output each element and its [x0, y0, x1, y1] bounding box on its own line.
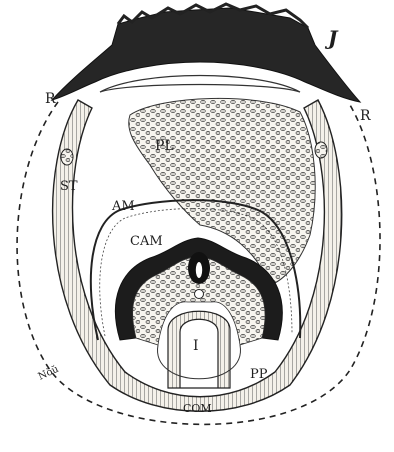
label-nou: Nŏŭ: [37, 364, 61, 383]
label-r-right: R: [360, 108, 371, 124]
label-r-left: R: [45, 91, 56, 107]
label-pp: PP: [250, 367, 268, 382]
label-j: J: [324, 26, 339, 50]
gut-tube: [168, 311, 230, 388]
st-cluster: [61, 149, 73, 165]
maternal-tissue: [52, 8, 360, 102]
label-am: AM: [111, 199, 135, 214]
label-pl: PL: [155, 138, 174, 154]
notochord: [195, 290, 204, 299]
neural-canal: [196, 262, 202, 278]
label-com: COM: [183, 402, 212, 415]
label-cam: CAM: [130, 234, 163, 249]
pale-layer: [100, 76, 300, 93]
label-st: ST: [60, 179, 78, 194]
right-cluster: [315, 142, 327, 158]
label-i: I: [193, 338, 199, 354]
